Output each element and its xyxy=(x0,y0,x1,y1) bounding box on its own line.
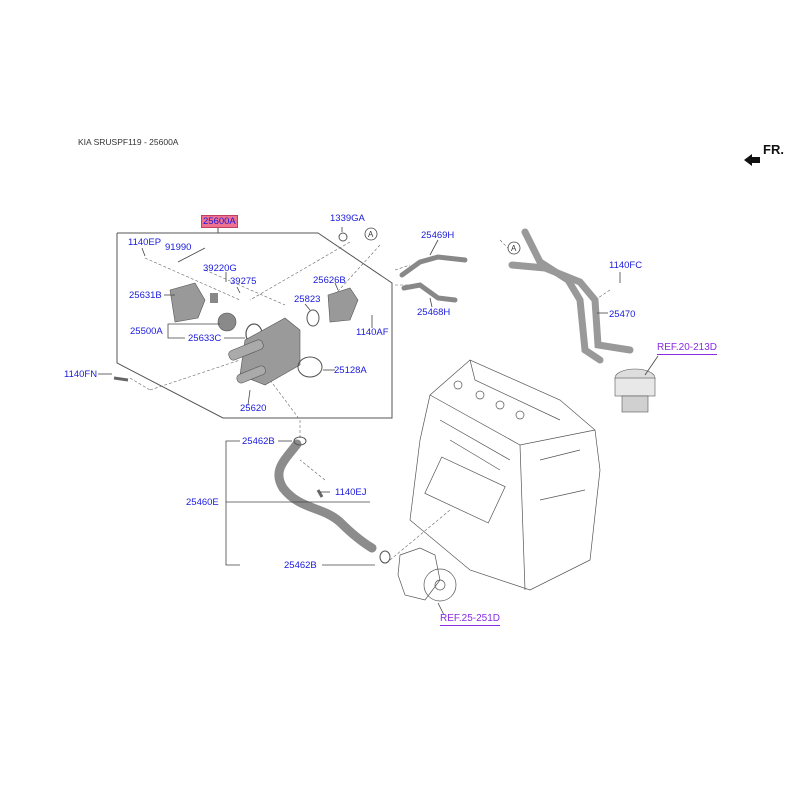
thermostat-housing-assembly xyxy=(113,232,359,386)
part-label-25631B[interactable]: 25631B xyxy=(129,290,162,301)
bolt-1140EJ xyxy=(316,489,324,498)
callout-a-label-2: A xyxy=(511,244,517,253)
part-label-25823[interactable]: 25823 xyxy=(294,294,321,305)
part-label-25468H[interactable]: 25468H xyxy=(417,307,451,318)
part-label-25600A[interactable]: 25600A xyxy=(201,215,238,228)
part-label-25462B-top[interactable]: 25462B xyxy=(242,436,275,447)
part-label-39275[interactable]: 39275 xyxy=(230,276,257,287)
part-label-25620[interactable]: 25620 xyxy=(240,403,267,414)
part-label-25633C[interactable]: 25633C xyxy=(188,333,222,344)
part-label-91990[interactable]: 91990 xyxy=(165,242,192,253)
diagram-title: KIA SRUSPF119 - 25600A xyxy=(78,137,179,147)
part-label-25500A[interactable]: 25500A xyxy=(130,326,163,337)
water-pump xyxy=(397,547,457,602)
part-label-25128A[interactable]: 25128A xyxy=(334,365,367,376)
gasket-top xyxy=(293,436,307,446)
reference-link-25-251D[interactable]: REF.25-251D xyxy=(440,613,501,626)
part-label-1339GA[interactable]: 1339GA xyxy=(330,213,365,224)
part-label-1140FN[interactable]: 1140FN xyxy=(64,369,98,380)
coolant-hose xyxy=(274,439,377,553)
part-label-25460E[interactable]: 25460E xyxy=(186,497,219,508)
front-direction-label: FR. xyxy=(763,142,784,157)
bypass-pipes xyxy=(399,254,468,303)
coolant-pipe-assembly xyxy=(508,228,634,364)
part-label-1140AF[interactable]: 1140AF xyxy=(356,327,389,338)
engine-block xyxy=(409,359,601,591)
reference-link-20-213D[interactable]: REF.20-213D xyxy=(657,342,718,355)
part-label-1140FC[interactable]: 1140FC xyxy=(609,260,643,271)
callout-a-icon xyxy=(364,227,521,255)
leader-lines xyxy=(98,227,659,616)
part-label-1140EP[interactable]: 1140EP xyxy=(128,237,162,248)
oil-filter-housing xyxy=(614,368,656,413)
front-arrow-icon xyxy=(744,154,760,166)
part-label-25469H[interactable]: 25469H xyxy=(421,230,455,241)
part-label-25470[interactable]: 25470 xyxy=(609,309,636,320)
part-label-25462B-bottom[interactable]: 25462B xyxy=(284,560,317,571)
part-label-1140EJ[interactable]: 1140EJ xyxy=(335,487,367,498)
assembly-outline xyxy=(116,226,393,419)
part-label-39220G[interactable]: 39220G xyxy=(203,263,237,274)
callout-a-label-1: A xyxy=(368,230,374,239)
part-label-25626B[interactable]: 25626B xyxy=(313,275,346,286)
gasket-bottom xyxy=(379,550,391,564)
assembly-dashed-lines xyxy=(129,239,611,561)
